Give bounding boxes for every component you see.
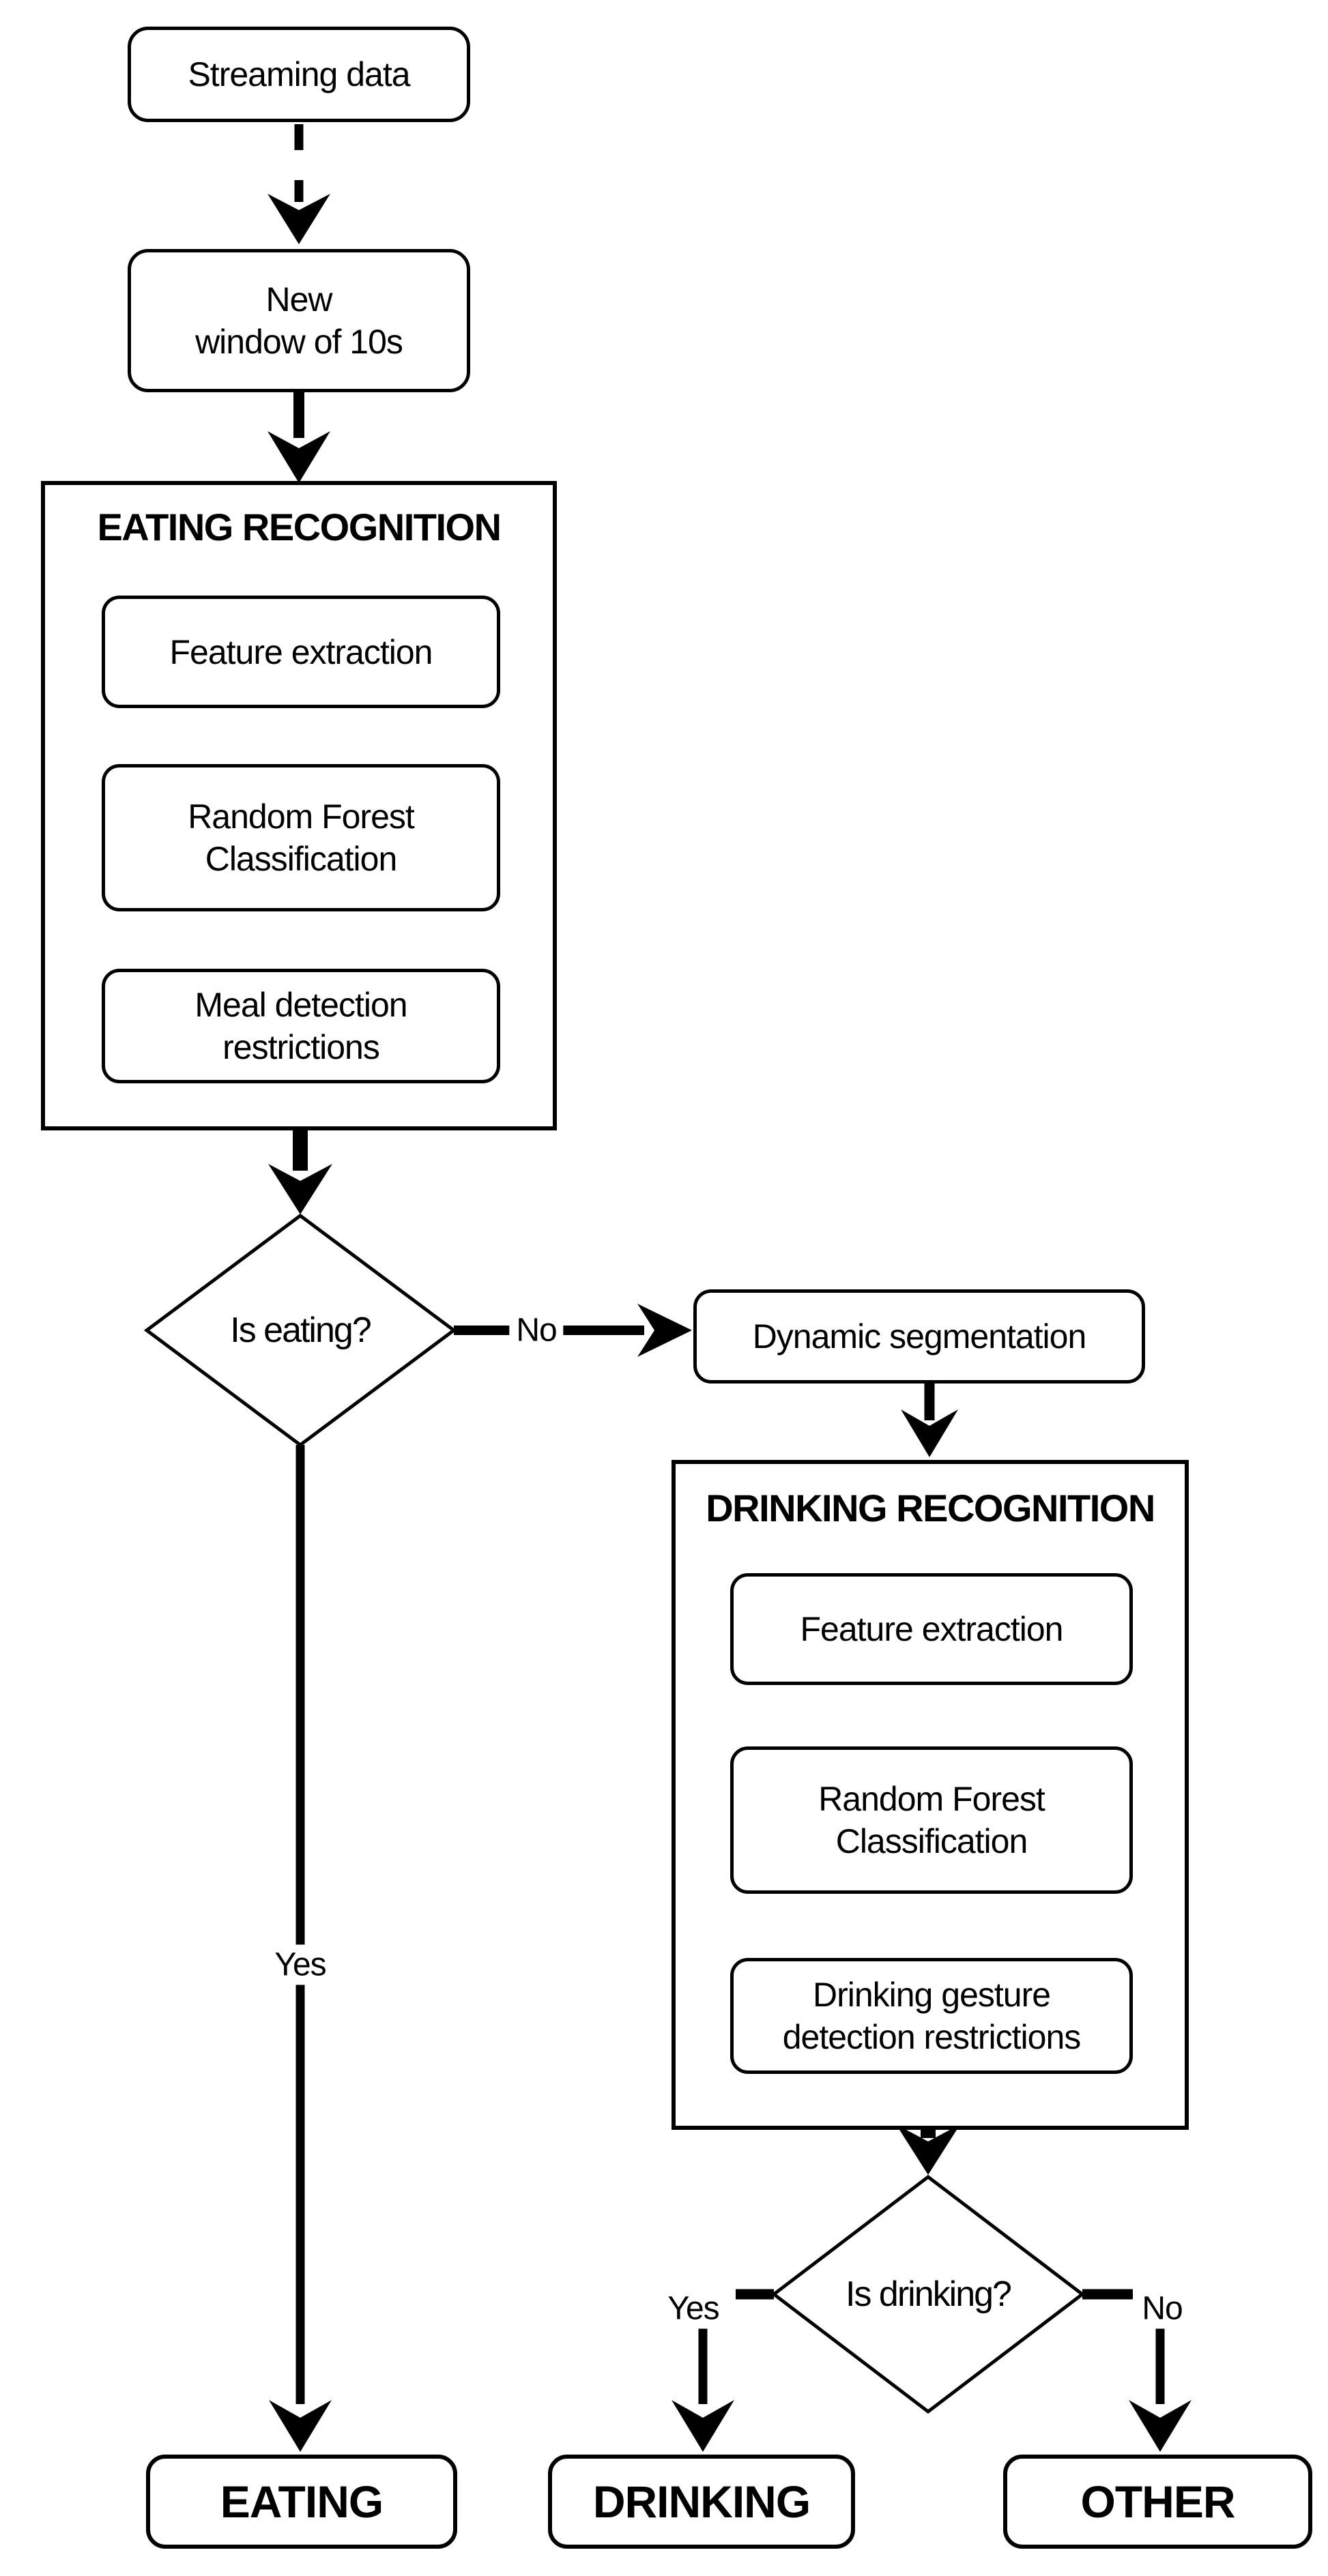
meal-detection-node: Meal detection restrictions — [102, 969, 500, 1083]
arrowhead-drinking-to-decision — [896, 2124, 960, 2175]
drinking-feature-extraction-node: Feature extraction — [730, 1573, 1133, 1685]
drinking-random-forest-line1: Random Forest — [818, 1780, 1045, 1818]
streaming-data-node: Streaming data — [128, 27, 470, 122]
new-window-label-line2: window of 10s — [195, 323, 403, 361]
drinking-random-forest-node: Random Forest Classification — [730, 1746, 1133, 1894]
drinking-no-label: No — [1135, 2288, 1189, 2329]
is-eating-question: Is eating? — [230, 1311, 371, 1350]
eating-feature-extraction-label: Feature extraction — [169, 632, 433, 671]
arrowhead-start-to-window — [268, 194, 330, 244]
outcome-other-node: OTHER — [1003, 2455, 1312, 2549]
eating-yes-label: Yes — [268, 1944, 333, 1985]
eating-random-forest-line2: Classification — [205, 840, 398, 878]
eating-random-forest-line1: Random Forest — [188, 797, 415, 836]
meal-detection-line2: restrictions — [222, 1028, 380, 1066]
drinking-recognition-title: DRINKING RECOGNITION — [706, 1487, 1155, 1530]
arrowhead-dynseg-to-drinking — [901, 1409, 958, 1457]
is-eating-diamond — [143, 1213, 457, 1448]
streaming-data-label: Streaming data — [188, 55, 410, 93]
arrowhead-eating-yes — [269, 2400, 332, 2452]
arrowhead-drinking-no — [1129, 2400, 1192, 2452]
eating-random-forest-node: Random Forest Classification — [102, 764, 500, 911]
dynamic-segmentation-label: Dynamic segmentation — [752, 1317, 1087, 1356]
is-drinking-question: Is drinking? — [846, 2274, 1012, 2314]
new-window-label-line1: New — [265, 280, 332, 319]
drinking-random-forest-line2: Classification — [835, 1822, 1028, 1860]
drinking-feature-extraction-label: Feature extraction — [800, 1610, 1064, 1648]
drinking-gesture-line2: detection restrictions — [782, 2018, 1082, 2056]
dynamic-segmentation-node: Dynamic segmentation — [693, 1289, 1145, 1384]
outcome-eating-label: EATING — [220, 2476, 384, 2527]
arrowhead-drinking-yes — [672, 2400, 734, 2452]
new-window-node: New window of 10s — [128, 249, 470, 392]
is-drinking-diamond — [770, 2174, 1086, 2414]
arrowhead-eating-to-decision — [268, 1164, 332, 1214]
eating-feature-extraction-node: Feature extraction — [102, 596, 500, 708]
drinking-gesture-line1: Drinking gesture — [812, 1976, 1051, 2014]
meal-detection-line1: Meal detection — [194, 986, 407, 1024]
outcome-drinking-label: DRINKING — [592, 2476, 811, 2527]
drinking-gesture-node: Drinking gesture detection restrictions — [730, 1958, 1133, 2074]
eating-no-label: No — [509, 1310, 564, 1351]
outcome-eating-node: EATING — [146, 2455, 457, 2549]
drinking-yes-label: Yes — [661, 2288, 726, 2329]
outcome-drinking-node: DRINKING — [548, 2455, 855, 2549]
arrowhead-window-to-eating — [268, 431, 330, 483]
arrowhead-eating-no — [637, 1304, 692, 1357]
eating-recognition-title: EATING RECOGNITION — [97, 506, 502, 548]
outcome-other-label: OTHER — [1080, 2476, 1236, 2527]
